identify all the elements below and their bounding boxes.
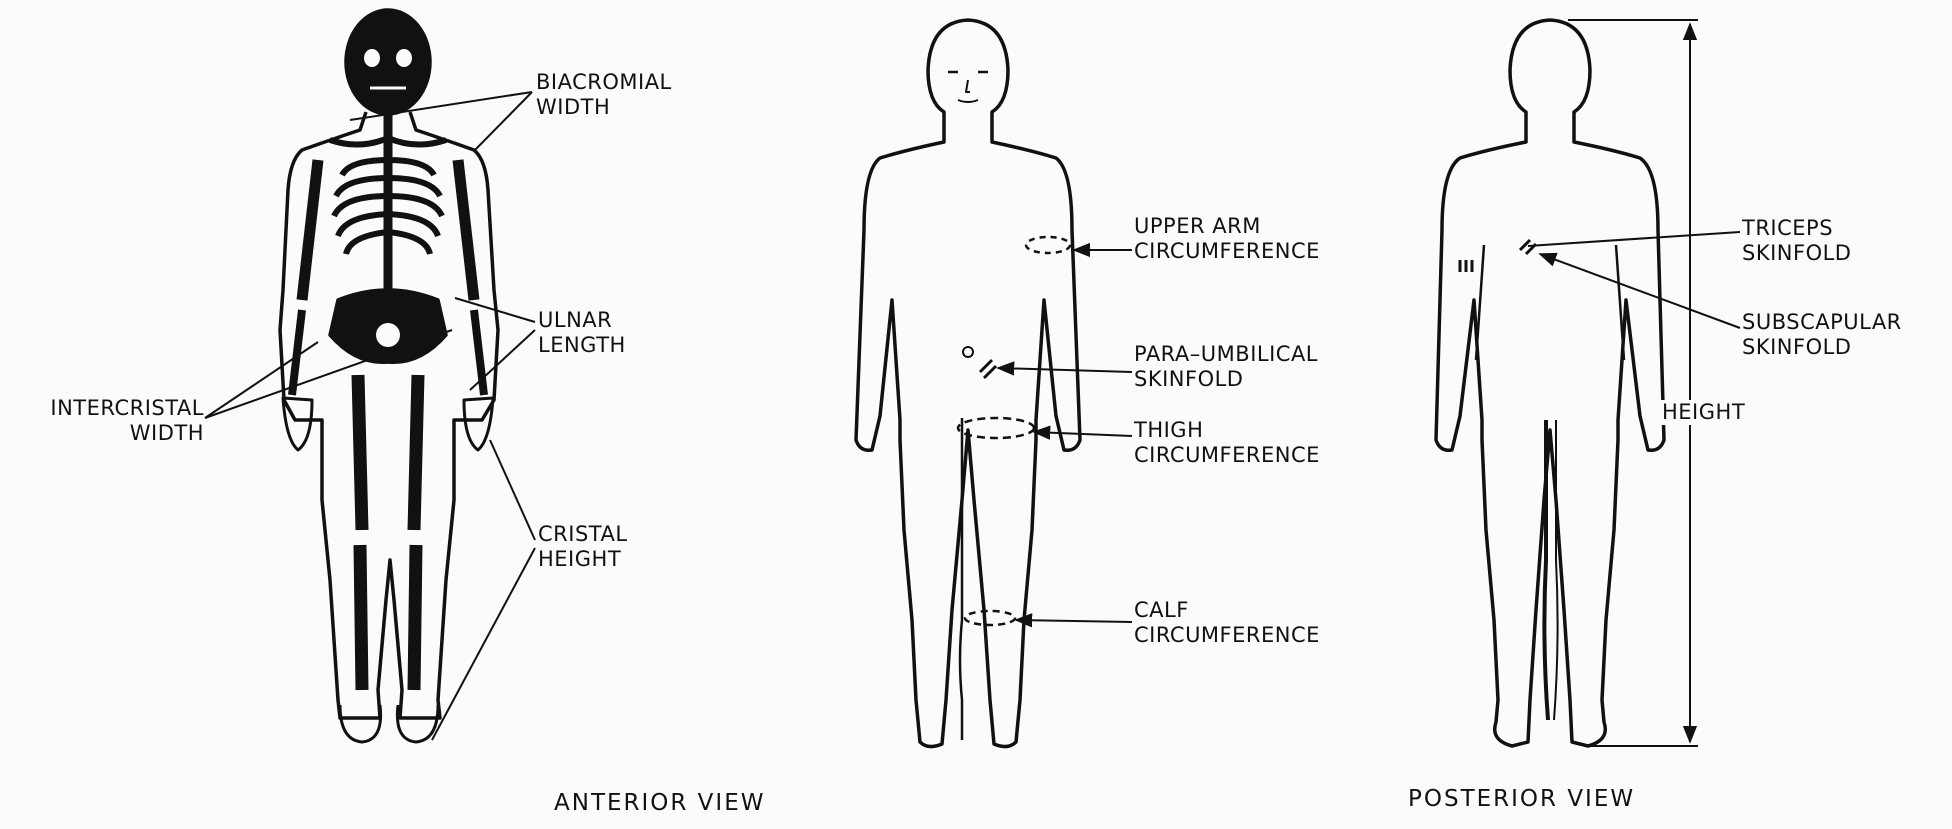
intercristal-width-label: INTERCRISTAL WIDTH [12, 396, 204, 446]
subscapular-skinfold-label: SUBSCAPULAR SKINFOLD [1742, 310, 1902, 360]
upper-arm-circumference-label: UPPER ARM CIRCUMFERENCE [1134, 214, 1320, 264]
upper-arm-line2: CIRCUMFERENCE [1134, 239, 1320, 264]
navel [963, 347, 973, 357]
anterior-body-outline [856, 20, 1080, 747]
calf-arrow [1016, 620, 1132, 622]
para-umbilical-skinfold-label: PARA–UMBILICAL SKINFOLD [1134, 342, 1318, 392]
intercristal-width-line2: WIDTH [12, 421, 204, 446]
upper-arm-line1: UPPER ARM [1134, 214, 1320, 239]
biacromial-width-line2: WIDTH [536, 95, 672, 120]
thigh-circ-ring [958, 418, 1034, 438]
intercristal-width-line1: INTERCRISTAL [12, 396, 204, 421]
biacromial-width-label: BIACROMIAL WIDTH [536, 70, 672, 120]
triceps-leader [1528, 232, 1740, 246]
skeleton-figure [280, 10, 498, 742]
triceps-skinfold-label: TRICEPS SKINFOLD [1742, 216, 1851, 266]
posterior-measurement-marks [1460, 240, 1536, 272]
cristal-height-label: CRISTAL HEIGHT [538, 522, 628, 572]
posterior-leader-lines [1528, 20, 1740, 746]
triceps-line1: TRICEPS [1742, 216, 1851, 241]
para-umbilical-line1: PARA–UMBILICAL [1134, 342, 1318, 367]
subscapular-arrow [1540, 254, 1740, 328]
para-umbilical-mark [980, 360, 996, 378]
calf-circ-ring [965, 611, 1015, 625]
para-umbilical-arrow [998, 368, 1132, 372]
thigh-arrow [1034, 432, 1132, 436]
calf-line1: CALF [1134, 598, 1320, 623]
calf-circumference-label: CALF CIRCUMFERENCE [1134, 598, 1320, 648]
subscapular-mark [1520, 240, 1536, 254]
thigh-line2: CIRCUMFERENCE [1134, 443, 1320, 468]
thigh-line1: THIGH [1134, 418, 1320, 443]
height-label: HEIGHT [1660, 400, 1747, 425]
cristal-height-line2: HEIGHT [538, 547, 628, 572]
thigh-circumference-label: THIGH CIRCUMFERENCE [1134, 418, 1320, 468]
cristal-height-line1: CRISTAL [538, 522, 628, 547]
ulnar-length-line1: ULNAR [538, 308, 626, 333]
biacromial-leader-right [475, 92, 532, 150]
anterior-view-caption: ANTERIOR VIEW [554, 790, 765, 816]
biacromial-width-line1: BIACROMIAL [536, 70, 672, 95]
para-umbilical-line2: SKINFOLD [1134, 367, 1318, 392]
calf-line2: CIRCUMFERENCE [1134, 623, 1320, 648]
posterior-body-outline [1436, 20, 1664, 746]
intercristal-leader-upper [205, 342, 318, 418]
upper-arm-circ-ring [1026, 237, 1070, 253]
triceps-mark [1460, 260, 1472, 272]
anterior-measurement-marks [958, 237, 1070, 625]
triceps-line2: SKINFOLD [1742, 241, 1851, 266]
cristal-leader-upper [490, 440, 535, 540]
ulnar-length-label: ULNAR LENGTH [538, 308, 626, 358]
subscapular-line1: SUBSCAPULAR [1742, 310, 1902, 335]
subscapular-line2: SKINFOLD [1742, 335, 1902, 360]
posterior-view-caption: POSTERIOR VIEW [1408, 786, 1635, 812]
ulnar-length-line2: LENGTH [538, 333, 626, 358]
